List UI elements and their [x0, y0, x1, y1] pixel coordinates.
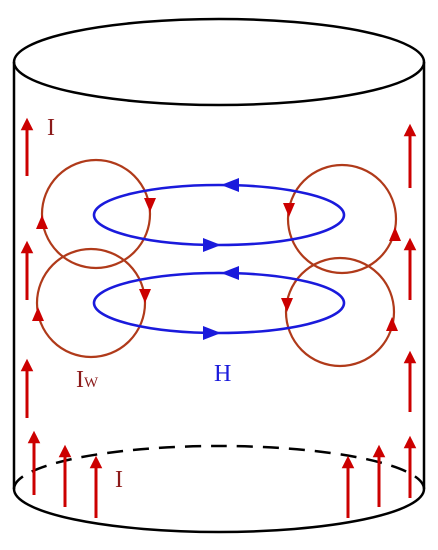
field-arrowheads	[203, 178, 239, 340]
arrowhead-icon	[221, 178, 239, 192]
wall-current-label-main: I	[76, 367, 84, 393]
wall-current-label: IW	[76, 367, 99, 393]
wall-current-loop	[35, 247, 147, 359]
arrowhead-icon	[389, 227, 401, 241]
arrowhead-icon	[32, 307, 44, 321]
cylinder-bottom-front-arc	[12, 488, 426, 534]
arrowhead-icon	[386, 317, 398, 331]
wall-current-arrowheads	[32, 198, 401, 331]
field-loop	[92, 183, 346, 247]
arrowhead-icon	[281, 298, 293, 312]
arrowhead-icon	[36, 215, 48, 229]
wall-current-loop	[286, 163, 398, 275]
arrowhead-icon	[203, 326, 221, 340]
wall-current-loop	[40, 158, 152, 270]
wall-current-loop	[284, 256, 396, 368]
arrowhead-icon	[283, 203, 295, 217]
arrowhead-icon	[139, 289, 151, 303]
cylinder-outline	[12, 17, 426, 534]
current-label-bottom: I	[115, 467, 123, 493]
arrowhead-icon	[221, 266, 239, 280]
arrowhead-icon	[144, 198, 156, 212]
arrowhead-icon	[203, 238, 221, 252]
cylinder-top-ellipse	[12, 17, 426, 107]
cylinder-bottom-back-arc	[12, 444, 426, 490]
wall-current-label-sub: W	[84, 375, 99, 391]
wall-current-loops	[35, 158, 398, 368]
current-arrows	[20, 117, 417, 518]
field-loop	[92, 271, 346, 335]
field-label: H	[214, 361, 231, 387]
current-label-top: I	[47, 115, 55, 141]
